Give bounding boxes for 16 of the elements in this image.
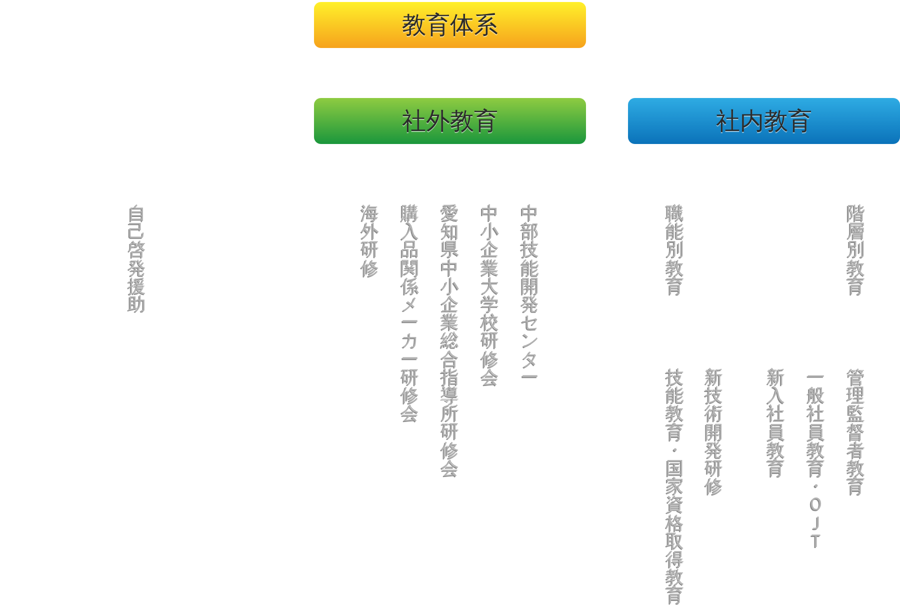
root-box: 教育体系	[314, 2, 586, 48]
vertical-label: 購入品関係メーカー研修会	[400, 205, 420, 424]
vertical-label: 新技術開発研修	[704, 369, 724, 496]
vertical-label: 新入社員教育	[766, 369, 786, 478]
vertical-label: 一般社員教育・ＯＪＴ	[806, 369, 826, 552]
vertical-label: 職能別教育	[666, 205, 684, 296]
vertical-label: 愛知県中小企業総合指導所研修会	[440, 205, 460, 478]
vertical-label: 自己啓発援助	[128, 205, 146, 314]
vertical-label: 階層別教育	[846, 205, 866, 296]
vertical-label: 中部技能開発センター	[520, 205, 540, 388]
vertical-label: 技能教育・国家資格取得教育	[666, 369, 684, 605]
vertical-label: 管理監督者教育	[846, 369, 866, 496]
vertical-label: 中小企業大学校研修会	[480, 205, 500, 388]
category-box: 社内教育	[628, 98, 900, 144]
category-box: 社外教育	[314, 98, 586, 144]
vertical-label: 海外研修	[360, 205, 380, 278]
